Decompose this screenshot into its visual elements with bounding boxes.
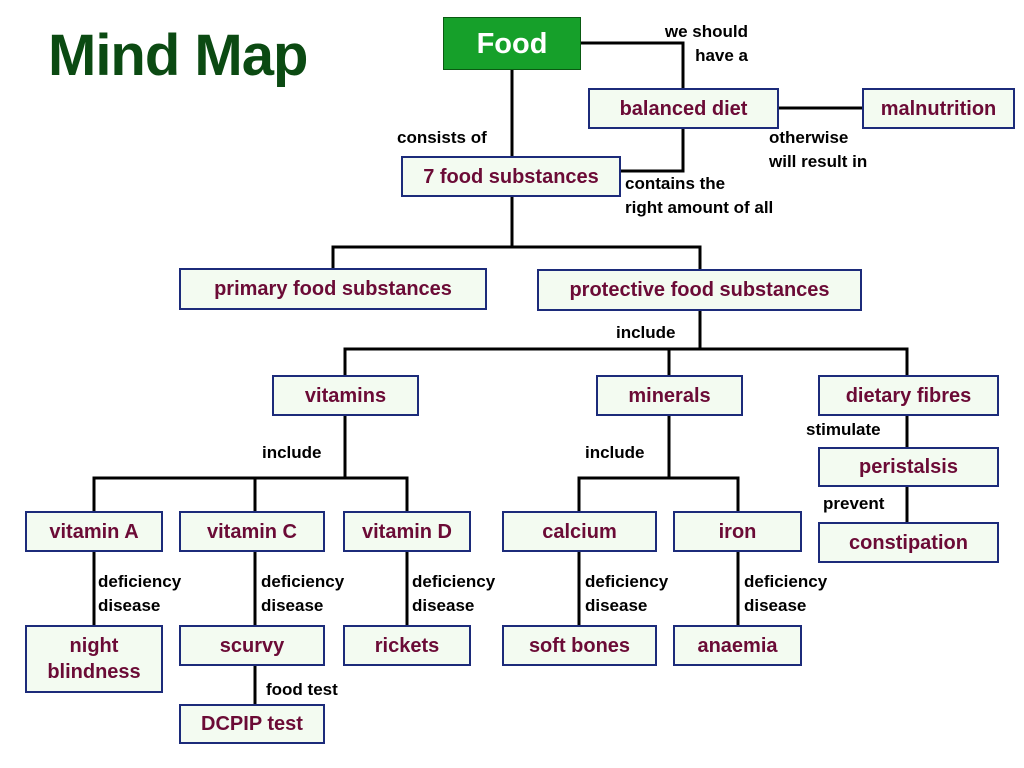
- label-deficiency-vitamin-d: deficiency disease: [412, 572, 496, 615]
- anaemia-node[interactable]: anaemia: [673, 625, 802, 666]
- iron-node[interactable]: iron: [673, 511, 802, 552]
- connector-protective-split: [343, 308, 909, 377]
- label-deficiency-calcium: deficiency disease: [585, 572, 669, 615]
- label-we-should-have-a: we should have a: [664, 22, 748, 65]
- label-otherwise-will-result-in: otherwise will result in: [769, 128, 868, 171]
- vitamins-node[interactable]: vitamins: [272, 375, 419, 416]
- label-include-protective: include: [616, 323, 676, 342]
- label-include-minerals: include: [585, 443, 645, 462]
- dietary-fibres-node[interactable]: dietary fibres: [818, 375, 999, 416]
- label-stimulate: stimulate: [806, 420, 881, 439]
- soft-bones-node[interactable]: soft bones: [502, 625, 657, 666]
- connector-vitamins-split: [92, 413, 409, 513]
- connector-food-balanced-diet: [578, 41, 685, 90]
- label-deficiency-iron: deficiency disease: [744, 572, 828, 615]
- seven-food-substances-node[interactable]: 7 food substances: [401, 156, 621, 197]
- rickets-node[interactable]: rickets: [343, 625, 471, 666]
- constipation-node[interactable]: constipation: [818, 522, 999, 563]
- page-title: Mind Map: [48, 23, 308, 88]
- calcium-node[interactable]: calcium: [502, 511, 657, 552]
- label-include-vitamins: include: [262, 443, 322, 462]
- balanced-diet-node[interactable]: balanced diet: [588, 88, 779, 129]
- scurvy-node[interactable]: scurvy: [179, 625, 325, 666]
- dcpip-test-node[interactable]: DCPIP test: [179, 704, 325, 744]
- connector-substances-balanced-diet: [619, 127, 685, 173]
- label-contains-right-amount: contains the right amount of all: [625, 174, 774, 217]
- night-blindness-node[interactable]: night blindness: [25, 625, 163, 693]
- food-node[interactable]: Food: [443, 17, 581, 70]
- protective-food-substances-node[interactable]: protective food substances: [537, 269, 862, 311]
- connector-minerals-split: [577, 413, 740, 513]
- vitamin-a-node[interactable]: vitamin A: [25, 511, 163, 552]
- peristalsis-node[interactable]: peristalsis: [818, 447, 999, 487]
- vitamin-c-node[interactable]: vitamin C: [179, 511, 325, 552]
- malnutrition-node[interactable]: malnutrition: [862, 88, 1015, 129]
- primary-food-substances-node[interactable]: primary food substances: [179, 268, 487, 310]
- label-food-test: food test: [266, 680, 338, 699]
- minerals-node[interactable]: minerals: [596, 375, 743, 416]
- connector-substances-split: [331, 194, 702, 272]
- label-consists-of: consists of: [397, 128, 487, 147]
- label-deficiency-vitamin-c: deficiency disease: [261, 572, 345, 615]
- label-deficiency-vitamin-a: deficiency disease: [98, 572, 182, 615]
- label-prevent: prevent: [823, 494, 885, 513]
- vitamin-d-node[interactable]: vitamin D: [343, 511, 471, 552]
